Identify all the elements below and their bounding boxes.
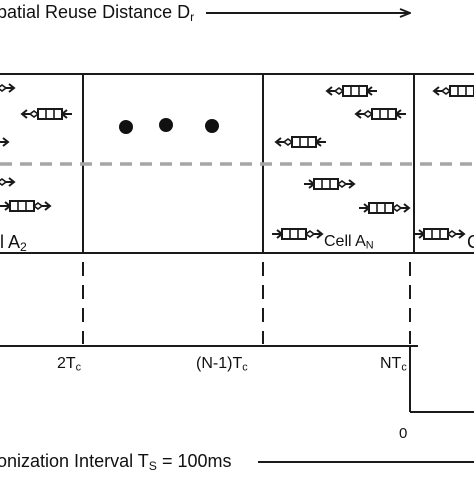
origin-label: 0 [399,425,408,442]
vehicle-icon [276,137,326,147]
vehicle-icon [271,228,323,240]
synchronization-interval-label: onization Interval TS = 100ms [0,451,232,474]
cell-an-label: Cell AN [324,233,374,252]
vehicle-icon [356,109,406,119]
cell-a2-label: ll A2 [0,232,27,255]
tick-label-2tc: 2Tc [57,355,82,374]
cell-edge-label: C [467,232,474,252]
vehicle-icon [358,202,410,214]
vehicle-icon [0,200,51,212]
vehicle-icon [0,136,9,148]
vehicle-icon [303,178,355,190]
vehicle-icon [0,82,15,94]
ellipsis-dot [205,119,219,133]
ellipsis-dot [159,118,173,132]
vehicle-icon [22,109,72,119]
tick-label-n-minus-1-tc: (N-1)Tc [196,355,248,374]
vehicle-icon [0,176,15,188]
vehicle-icon [327,86,377,96]
ellipsis-dot [119,120,133,134]
vehicle-icon [434,86,474,96]
vehicle-icon [413,228,465,240]
tick-label-ntc: NTc [380,355,407,374]
spatial-reuse-distance-label: patial Reuse Distance Dr [0,2,195,25]
